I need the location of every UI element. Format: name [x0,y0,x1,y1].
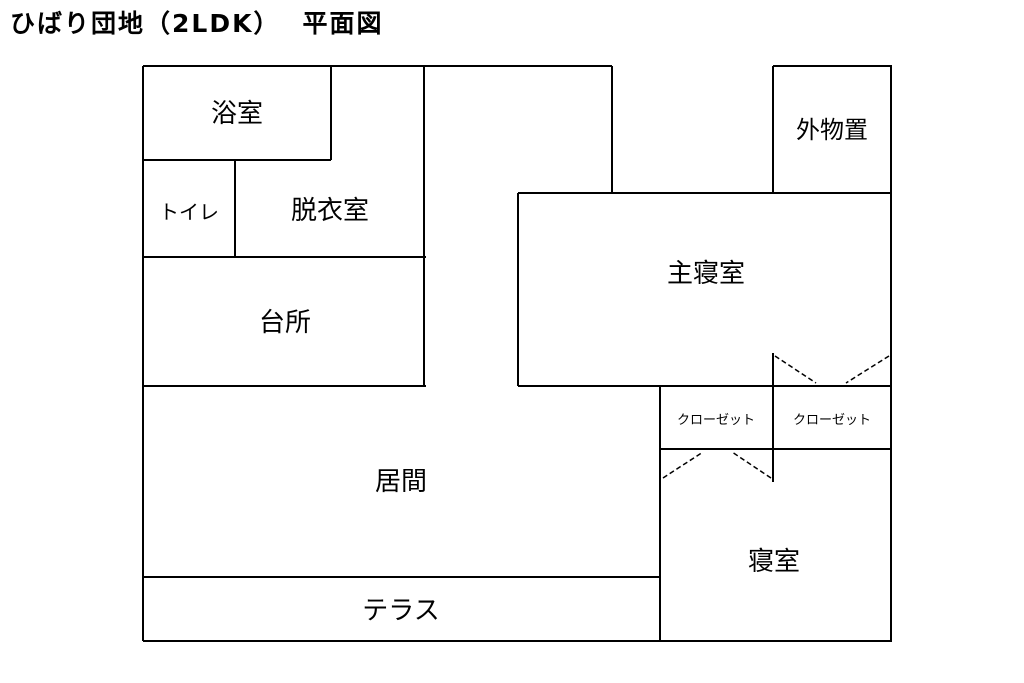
title-subtitle: 平面図 [302,9,384,38]
room-label-dressing: 脱衣室 [291,196,369,226]
room-label-bedroom: 寝室 [748,547,800,577]
door-swing-lower-left [662,451,704,479]
room-label-storage: 外物置 [796,116,868,144]
room-label-terrace: テラス [362,596,439,626]
room-label-living: 居間 [375,467,427,497]
room-label-closet-left: クローゼット [677,413,755,428]
room-labels: 浴室 トイレ 脱衣室 台所 外物置 主寝室 クローゼット クローゼット 居間 寝… [159,99,871,626]
walls [142,65,892,642]
room-label-closet-right: クローゼット [793,413,871,428]
door-swing-lower-right [731,451,772,479]
door-swing-upper-right [845,355,890,384]
room-label-kitchen: 台所 [259,308,311,338]
plan-title: ひばり団地（2LDK） 平面図 [10,4,383,40]
closet-doors [662,355,890,479]
title-name: ひばり団地（2LDK） [10,9,281,38]
room-label-master-bedroom: 主寝室 [667,259,745,289]
room-label-bath: 浴室 [211,99,263,129]
door-swing-upper-left [774,355,817,384]
room-label-toilet: トイレ [159,200,219,224]
